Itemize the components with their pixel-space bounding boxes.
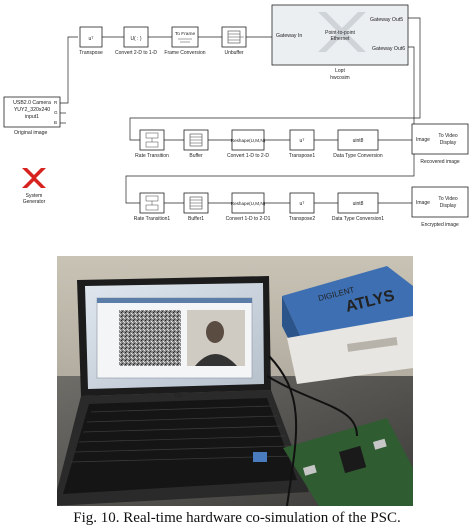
transpose2-block-text: uᵀ xyxy=(300,201,306,207)
encrypted-image-display xyxy=(119,310,181,366)
block-unbuffer[interactable] xyxy=(221,26,247,48)
hwcosim-block[interactable]: Gateway In Gateway Out5 Gateway Out6 Poi… xyxy=(271,4,409,66)
convert-2d-1d-block-text: U( : ) xyxy=(130,36,141,42)
wire-out6-to-encrypted xyxy=(125,46,415,204)
reshape-label: Convert 1-D to 2-D xyxy=(227,153,269,159)
hwcosim-inner-text: Point-to-point xyxy=(325,30,355,36)
hwcosim-inner-text-2: Ethernet xyxy=(331,36,351,42)
keyboard xyxy=(63,398,297,494)
block-frame-conversion[interactable]: To Frame xyxy=(171,26,199,48)
hwcosim-name: Lopt xyxy=(335,68,345,74)
sink-recovered-label: Recovered image xyxy=(420,159,459,165)
figure-caption: Fig. 10. Real-time hardware co-simulatio… xyxy=(73,510,401,526)
reshape-block-text: Reshape(U,M,N) xyxy=(231,138,266,143)
block-transpose1[interactable]: uᵀ xyxy=(289,129,315,151)
camera-source-line-2: YUY2_320x240 xyxy=(14,107,50,113)
simulink-diagram: USB2.0 Camera YUY2_320x240 input1 R G B … xyxy=(3,4,469,228)
buffer-icon xyxy=(189,133,203,147)
frame-conversion-label: Frame Conversion xyxy=(164,50,205,56)
block-transpose[interactable]: uᵀ xyxy=(79,26,103,48)
unbuffer-icon xyxy=(227,30,244,44)
frame-conversion-text: To Frame xyxy=(175,31,196,37)
transpose2-label: Transpose2 xyxy=(289,216,315,222)
convert-2d-1d-label: Convert 2-D to 1-D xyxy=(115,50,157,56)
transpose1-label: Transpose1 xyxy=(289,153,315,159)
data-type-conversion-block-text: uint8 xyxy=(353,138,364,144)
rate-transition-label: Rate Transition xyxy=(135,153,169,159)
rate-transition1-label: Rate Transition1 xyxy=(134,216,171,222)
camera-source-label: Original image xyxy=(14,130,48,136)
reshape1-label: Convert 1-D to 2-D1 xyxy=(226,216,271,222)
system-generator-logo-icon xyxy=(22,168,46,188)
usb-cable xyxy=(268,355,298,506)
xilinx-logo-watermark-icon xyxy=(318,12,366,52)
laptop: hp xyxy=(57,276,309,506)
logo-label-line-1: System xyxy=(26,193,43,199)
block-reshape1[interactable]: Reshape(U,M,N) xyxy=(231,192,266,214)
unbuffer-label: Unbuffer xyxy=(224,50,243,56)
gateway-out5-label: Gateway Out5 xyxy=(370,17,403,23)
block-rate-transition[interactable] xyxy=(139,129,165,151)
buffer1-label: Buffer1 xyxy=(188,216,204,222)
gateway-out6-label: Gateway Out6 xyxy=(372,46,405,52)
recovered-image-display xyxy=(187,310,245,366)
camera-source-block[interactable]: USB2.0 Camera YUY2_320x240 input1 R G B xyxy=(3,96,61,128)
frame-icon xyxy=(178,38,192,43)
sticker xyxy=(253,452,267,462)
buffer-label: Buffer xyxy=(189,153,203,159)
block-reshape[interactable]: Reshape(U,M,N) xyxy=(231,129,266,151)
block-transpose2[interactable]: uᵀ xyxy=(289,192,315,214)
buffer1-icon xyxy=(189,196,203,210)
frame-conversion-block-text: To Frame xyxy=(175,31,196,37)
port-r-label: R xyxy=(54,100,58,105)
transpose1-block-text: uᵀ xyxy=(300,138,306,144)
ethernet-cable xyxy=(266,375,358,437)
data-type-conversion1-label: Data Type Conversion1 xyxy=(332,216,384,222)
block-rate-transition1[interactable] xyxy=(139,192,165,214)
data-type-conversion-label: Data Type Conversion xyxy=(333,153,383,159)
hardware-photo: DIGILENT ATLYS hp xyxy=(57,256,413,506)
block-data-type-conversion[interactable]: uint8 xyxy=(337,129,379,151)
sink-recovered-port: Image xyxy=(416,137,430,143)
block-data-type-conversion1[interactable]: uint8 xyxy=(337,192,379,214)
keyboard-rows xyxy=(70,405,294,463)
camera-source-line-1: USB2.0 Camera xyxy=(13,100,51,106)
sink-encrypted-text-2: Display xyxy=(440,203,457,209)
port-g-label: G xyxy=(54,110,58,115)
fpga-board xyxy=(283,418,413,506)
sink-recovered-text-1: To Video xyxy=(438,133,458,139)
block-buffer1[interactable] xyxy=(183,192,209,214)
rate-transition1-icon xyxy=(145,195,159,211)
white-box xyxy=(287,316,413,384)
logo-label-line-2: Generator xyxy=(23,199,46,205)
port-b-label: B xyxy=(54,120,57,125)
rate-transition-icon xyxy=(145,132,159,148)
transpose-block-text: uᵀ xyxy=(89,36,95,42)
block-convert-2d-1d[interactable]: U( : ) xyxy=(123,26,149,48)
sink-encrypted-text-1: To Video xyxy=(438,196,458,202)
reshape1-block-text: Reshape(U,M,N) xyxy=(231,201,266,206)
sink-recovered-text-2: Display xyxy=(440,140,457,146)
hwcosim-label: hwcosim xyxy=(330,75,349,81)
wire-out5-to-recovered xyxy=(129,17,421,141)
transpose-label: Transpose xyxy=(79,50,103,56)
wire-source-to-transpose xyxy=(60,36,78,104)
gateway-in-label: Gateway In xyxy=(276,33,302,39)
sink-encrypted-label: Encrypted image xyxy=(421,222,459,228)
block-buffer[interactable] xyxy=(183,129,209,151)
sink-encrypted-video-display[interactable]: Image To Video Display xyxy=(411,186,469,218)
data-type-conversion1-block-text: uint8 xyxy=(353,201,364,207)
sink-encrypted-port: Image xyxy=(416,200,430,206)
sink-recovered-video-display[interactable]: Image To Video Display xyxy=(411,123,469,155)
camera-source-line-3: input1 xyxy=(25,114,39,120)
laptop-brand-logo: hp xyxy=(175,393,182,399)
